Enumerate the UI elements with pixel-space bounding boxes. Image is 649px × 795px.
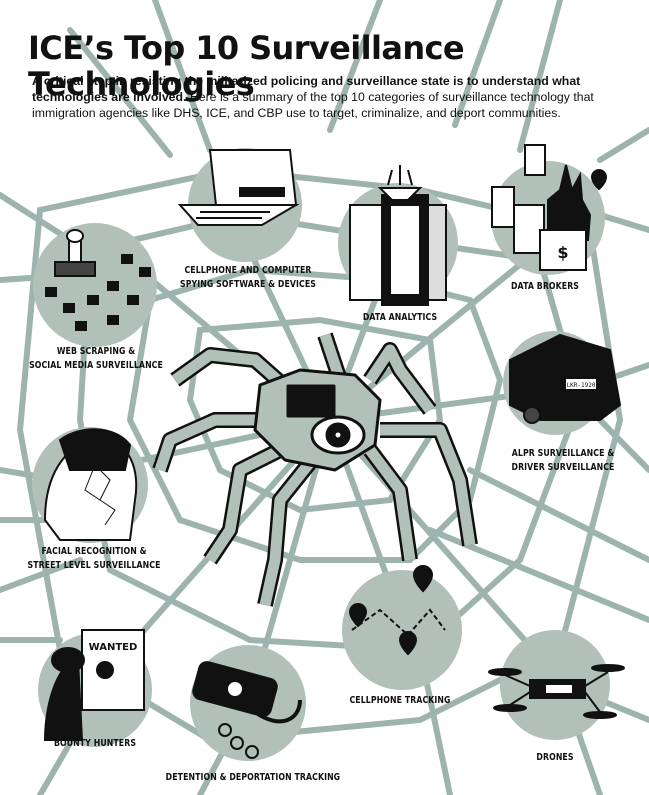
map-pin-icon <box>348 565 446 656</box>
label-alpr: ALPR SURVEILLANCE & DRIVER SURVEILLANCE <box>511 448 615 473</box>
drone-icon <box>488 664 625 719</box>
server-icon <box>349 165 447 306</box>
label-data-analytics: DATA ANALYTICS <box>362 312 438 323</box>
label-cellphone-computer: CELLPHONE AND COMPUTER SPYING SOFTWARE &… <box>180 265 316 290</box>
laptop-icon <box>177 149 300 226</box>
page-subtitle: A critical step in resisting the militar… <box>32 73 632 121</box>
label-cellphone-tracking: CELLPHONE TRACKING <box>349 695 451 706</box>
subtitle-bold: A critical step in resisting the militar… <box>32 74 581 104</box>
subtitle-rest: Here is a summary of the top 10 categori… <box>32 90 594 120</box>
hand-icon: $ <box>491 144 608 271</box>
label-web-scraping: WEB SCRAPING & SOCIAL MEDIA SURVEILLANCE <box>29 346 163 371</box>
spider-robot-icon <box>152 332 478 607</box>
label-bounty-hunters: BOUNTY HUNTERS <box>53 738 137 749</box>
stamp-icon <box>45 229 151 331</box>
wanted-text: WANTED <box>89 642 138 653</box>
label-data-brokers: DATA BROKERS <box>510 281 580 292</box>
page-title: ICE’s Top 10 Surveillance Technologies <box>28 29 465 103</box>
label-facial-recognition: FACIAL RECOGNITION & STREET LEVEL SURVEI… <box>27 546 161 571</box>
license-plate: LKR-1920 <box>567 382 596 389</box>
circle-web-scraping <box>33 223 157 347</box>
label-drones: DRONES <box>536 752 574 763</box>
poster-icon: WANTED <box>43 629 145 741</box>
face-scan-icon <box>43 428 138 541</box>
car-icon: LKR-1920 <box>509 333 622 424</box>
dollar-sign: $ <box>557 243 568 262</box>
phone-handcuff-icon <box>192 661 302 759</box>
label-detention-tracking: DETENTION & DEPORTATION TRACKING <box>165 772 341 783</box>
